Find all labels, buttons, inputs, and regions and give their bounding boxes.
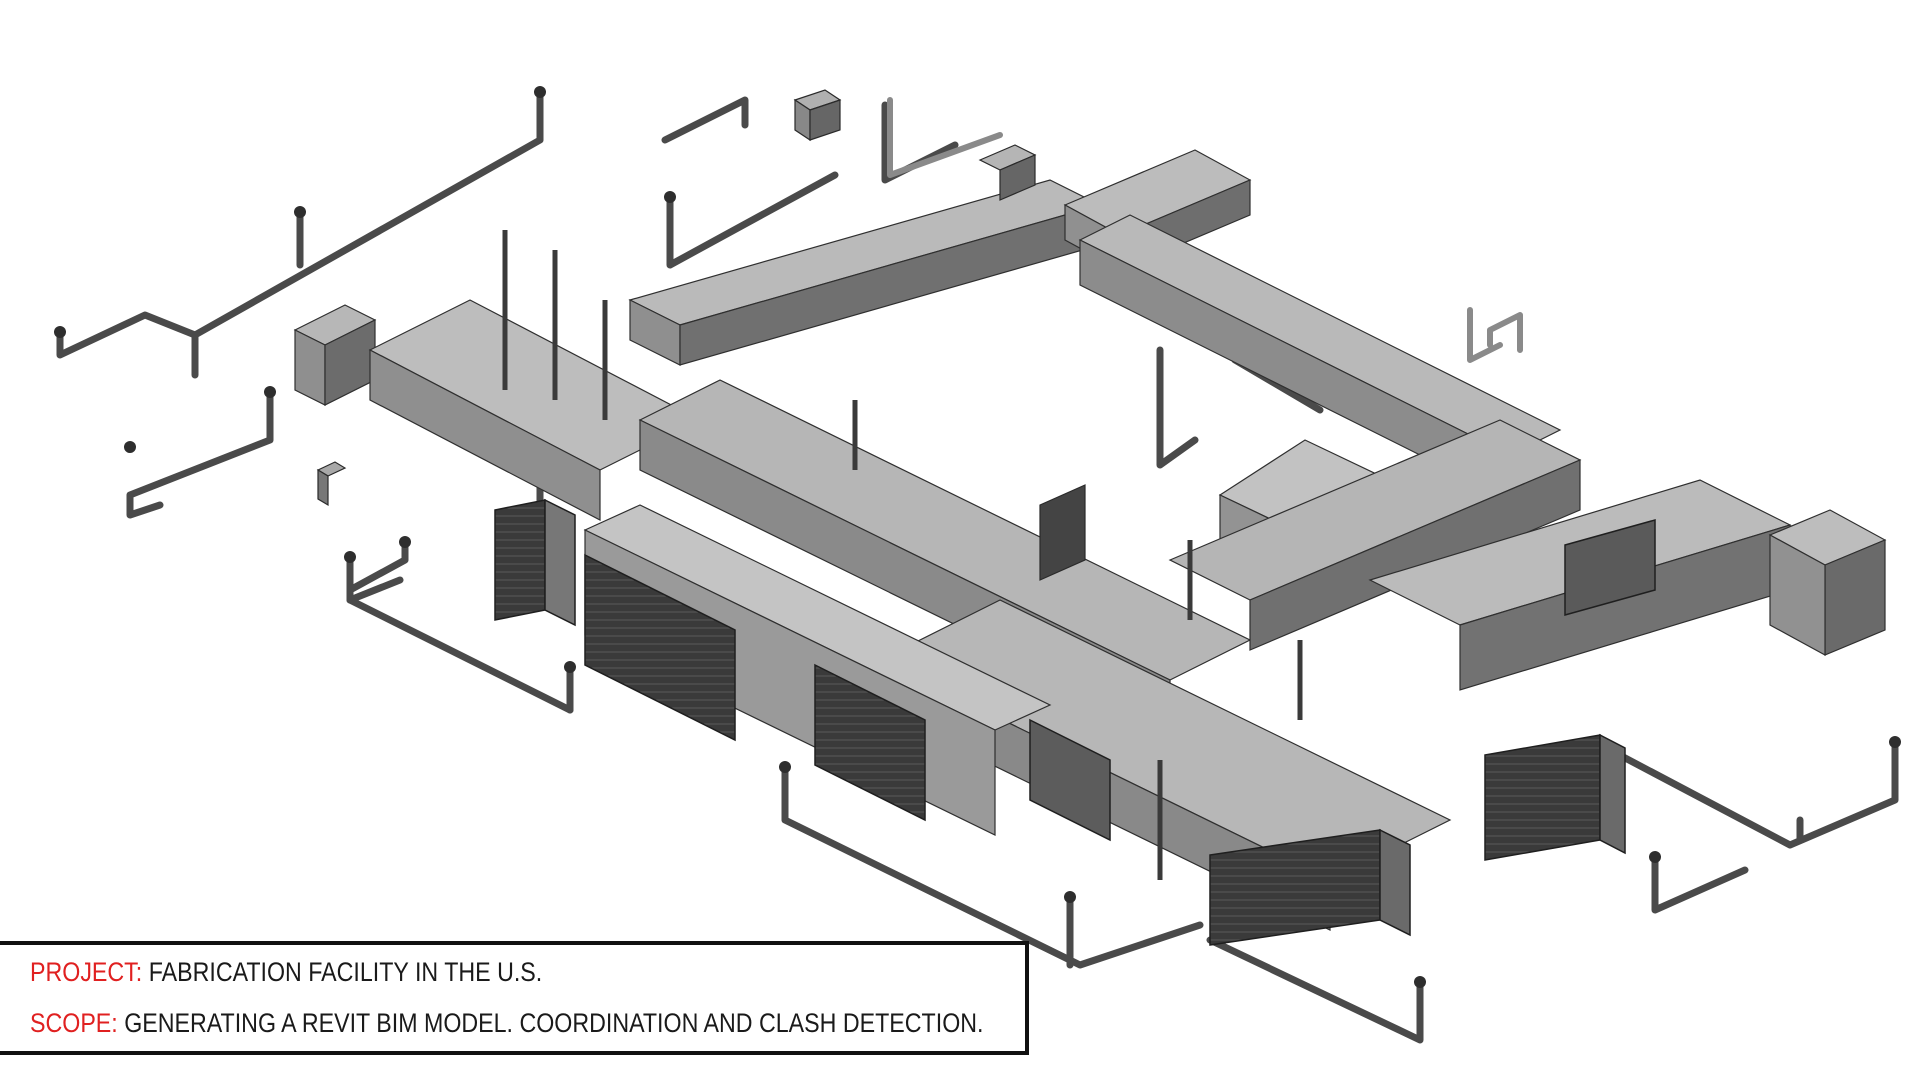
internal-risers	[502, 230, 1303, 880]
project-value: FABRICATION FACILITY IN THE U.S.	[148, 957, 543, 987]
project-caption-box: PROJECT: FABRICATION FACILITY IN THE U.S…	[0, 941, 1029, 1055]
scope-value: GENERATING A REVIT BIM MODEL. COORDINATI…	[124, 1008, 984, 1038]
scope-label: SCOPE:	[30, 1008, 118, 1038]
project-label: PROJECT:	[30, 957, 143, 987]
internal-risers-light	[887, 97, 1523, 363]
louver-panels	[494, 498, 1656, 946]
project-line: PROJECT: FABRICATION FACILITY IN THE U.S…	[30, 955, 886, 989]
equipment-units	[316, 89, 1086, 581]
scope-line: SCOPE: GENERATING A REVIT BIM MODEL. COO…	[30, 1006, 983, 1040]
